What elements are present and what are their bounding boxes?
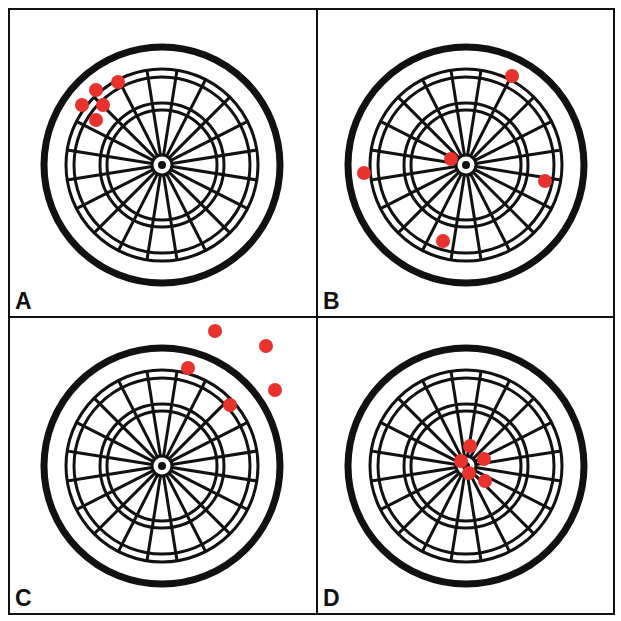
bullseye [158,462,166,470]
board-rim [348,348,584,584]
dart-hit [505,69,519,83]
board-wire [172,150,257,163]
dart-hit [268,383,282,397]
bull-ring [152,456,172,476]
board-ring [378,378,554,554]
dart-hit [463,439,477,453]
board-wire [473,172,534,233]
dart-hit [181,361,195,375]
board-wire [169,398,230,459]
board-rim [348,47,584,283]
board-ring [378,77,554,253]
dart-hit [477,452,491,466]
panel: A [8,8,318,318]
board-wire [371,167,456,180]
board-wire [94,473,155,534]
panel-letter: D [323,587,340,610]
panel: B [316,8,615,318]
panel-letter: C [15,587,32,610]
bull-ring [152,155,172,175]
board-wire [398,97,459,158]
panel-letter: B [323,290,340,313]
board-wire [169,97,230,158]
dart-hit [89,113,103,127]
board-wire [398,473,459,534]
dartboard [44,324,282,584]
board-wire [468,476,481,561]
board-wire [67,468,152,481]
dartboard [348,348,584,584]
board-wire [451,371,464,456]
board-wire [451,70,464,155]
board-wire [398,172,459,233]
board-wire [169,473,230,534]
board-wire [473,473,534,534]
dart-hit [89,83,103,97]
board-wire [473,398,534,459]
dart-hit [454,454,468,468]
board-wire [94,172,155,233]
board-wire [169,172,230,233]
board-wire [476,150,561,163]
board-ring [74,77,250,253]
dart-hit [436,234,450,248]
dartboard [348,47,584,283]
dart-hit [75,98,89,112]
dart-hit [538,174,552,188]
board-wire [398,398,459,459]
board-ring [74,378,250,554]
panel: D [316,316,615,615]
board-ring [370,69,562,261]
dart-hit [96,98,110,112]
dart-hit [444,152,458,166]
board-wire [468,175,481,260]
panel: C [8,316,318,615]
dart-hit [478,474,492,488]
board-wire [172,451,257,464]
board-ring [370,370,562,562]
bull-ring [456,155,476,175]
bullseye [158,161,166,169]
board-wire [67,167,152,180]
board-wire [94,398,155,459]
board-wire [147,70,160,155]
dart-hit [462,466,476,480]
board-wire [164,175,177,260]
panel-letter: A [15,290,32,313]
dart-hit [223,398,237,412]
board-rim [44,348,280,584]
bullseye [462,161,470,169]
board-ring [66,370,258,562]
board-wire [147,371,160,456]
dart-hit [259,339,273,353]
dartboard [44,47,280,283]
dart-hit [111,75,125,89]
board-wire [164,476,177,561]
board-wire [94,97,155,158]
board-wire [371,468,456,481]
board-rim [44,47,280,283]
dart-hit [357,166,371,180]
board-wire [473,97,534,158]
dart-hit [208,324,222,338]
board-ring [66,69,258,261]
